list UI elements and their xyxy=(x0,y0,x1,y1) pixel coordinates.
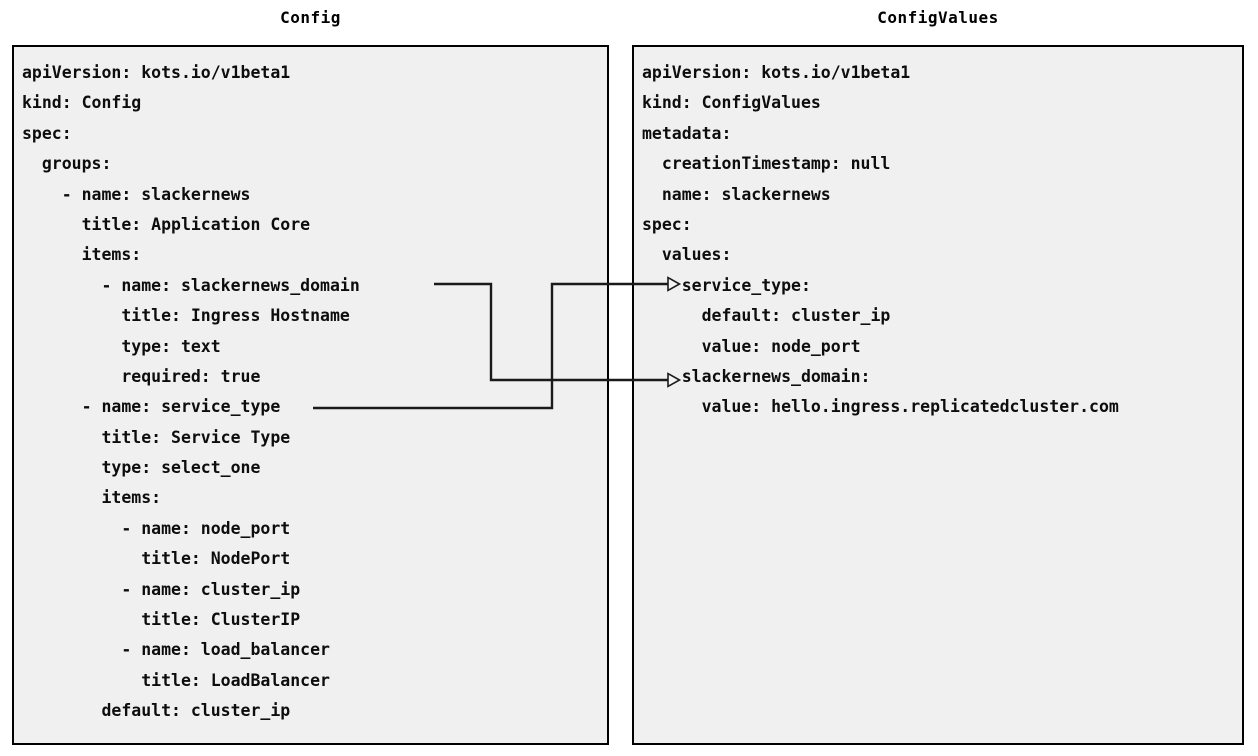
config-yaml-line-18: title: ClusterIP xyxy=(22,610,301,630)
config-yaml-line-13: type: select_one xyxy=(22,458,261,478)
config-yaml-line-19: - name: load_balancer xyxy=(22,640,330,660)
config-yaml-line-2: spec: xyxy=(22,123,72,143)
config-yaml-lines: apiVersion: kots.io/v1beta1 kind: Config s… xyxy=(22,58,607,727)
configvalues-yaml-line-0: apiVersion: kots.io/v1beta1 xyxy=(642,63,911,82)
config-yaml-line-4: - name: slackernews xyxy=(22,184,251,204)
configvalues-yaml-line-9: value: node_port xyxy=(642,336,861,356)
config-yaml-line-20: title: LoadBalancer xyxy=(22,670,330,690)
configvalues-yaml-line-4: name: slackernews xyxy=(642,184,831,204)
configvalues-yaml-line-3: creationTimestamp: null xyxy=(642,154,891,174)
config-yaml-line-9: type: text xyxy=(22,336,221,356)
config-panel-title: Config xyxy=(280,8,341,27)
config-yaml-line-7: - name: slackernews_domain xyxy=(22,275,360,295)
configvalues-yaml-line-5: spec: xyxy=(642,214,692,234)
config-yaml-line-5: title: Application Core xyxy=(22,214,311,234)
config-yaml-line-16: title: NodePort xyxy=(22,549,291,569)
configvalues-yaml-line-7: service_type: xyxy=(642,275,811,295)
config-yaml-line-21: default: cluster_ip xyxy=(22,701,291,721)
configvalues-yaml-lines: apiVersion: kots.io/v1beta1 kind: ConfigV… xyxy=(642,58,1242,423)
config-yaml-line-0: apiVersion: kots.io/v1beta1 xyxy=(22,63,291,82)
config-yaml-line-12: title: Service Type xyxy=(22,427,291,447)
config-yaml-line-10: required: true xyxy=(22,366,261,386)
configvalues-yaml-line-6: values: xyxy=(642,245,732,265)
config-yaml-line-1: kind: Config xyxy=(22,93,142,113)
config-yaml-line-17: - name: cluster_ip xyxy=(22,579,301,599)
config-yaml-line-15: - name: node_port xyxy=(22,518,291,538)
configvalues-yaml-line-10: slackernews_domain: xyxy=(642,366,871,386)
config-yaml-line-8: title: Ingress Hostname xyxy=(22,306,350,326)
configvalues-yaml-line-1: kind: ConfigValues xyxy=(642,93,821,113)
configvalues-yaml-line-11: value: hello.ingress.replicatedcluster.c… xyxy=(642,397,1119,417)
config-yaml-line-3: groups: xyxy=(22,154,112,174)
config-yaml-line-14: items: xyxy=(22,488,162,508)
config-yaml-line-6: items: xyxy=(22,245,142,265)
config-yaml-box: apiVersion: kots.io/v1beta1 kind: Config s… xyxy=(12,45,609,745)
configvalues-yaml-box: apiVersion: kots.io/v1beta1 kind: ConfigV… xyxy=(632,45,1244,745)
configvalues-yaml-line-2: metadata: xyxy=(642,123,732,143)
config-yaml-line-11: - name: service_type xyxy=(22,397,281,417)
configvalues-yaml-line-8: default: cluster_ip xyxy=(642,306,891,326)
configvalues-panel-title: ConfigValues xyxy=(877,8,999,27)
